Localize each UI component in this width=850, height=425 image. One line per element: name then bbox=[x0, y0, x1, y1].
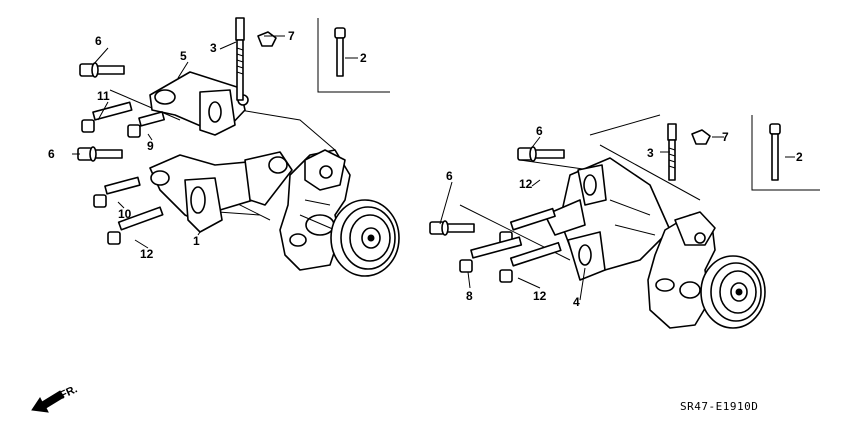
callout-1: 1 bbox=[193, 234, 200, 248]
bolt-6-right-mid bbox=[429, 220, 475, 236]
callout-9: 9 bbox=[147, 139, 154, 153]
callout-3-left: 3 bbox=[210, 41, 217, 55]
left-pulley bbox=[330, 199, 400, 277]
callout-7-left: 7 bbox=[288, 29, 295, 43]
stud-bolt-3-left bbox=[235, 17, 245, 101]
front-direction-indicator: FR. bbox=[31, 383, 79, 413]
callout-8: 8 bbox=[466, 289, 473, 303]
callout-6-right-mid: 6 bbox=[446, 169, 453, 183]
reference-bolt-2-right bbox=[751, 115, 820, 191]
bolt-6-right-top bbox=[517, 146, 565, 162]
nut-7-left bbox=[257, 31, 277, 47]
reference-bolt-2-left bbox=[317, 18, 390, 93]
bolt-11 bbox=[81, 101, 133, 133]
nut-7-right bbox=[691, 129, 711, 145]
callout-5: 5 bbox=[180, 49, 187, 63]
bolt-6-mid bbox=[77, 146, 123, 162]
callout-10: 10 bbox=[118, 207, 132, 221]
callout-12-right-top: 12 bbox=[519, 177, 533, 191]
left-assembly: 6 5 3 7 2 11 9 6 10 1 12 bbox=[48, 17, 400, 277]
callout-6-mid-left: 6 bbox=[48, 147, 55, 161]
callout-11: 11 bbox=[97, 89, 110, 103]
diagram-code: SR47-E1910D bbox=[680, 400, 758, 413]
callout-7-right: 7 bbox=[722, 130, 729, 144]
lower-bracket bbox=[149, 151, 293, 233]
callout-6-upper-left: 6 bbox=[95, 34, 102, 48]
bolt-9 bbox=[127, 111, 166, 138]
front-arrow-icon bbox=[31, 390, 65, 413]
right-bracket bbox=[544, 157, 671, 281]
bolt-8 bbox=[459, 236, 523, 273]
stud-bolt-3-right bbox=[667, 123, 677, 181]
right-assembly: 6 3 7 2 12 6 8 12 4 bbox=[429, 114, 820, 329]
right-pump-body bbox=[647, 211, 716, 329]
upper-bracket bbox=[149, 71, 249, 136]
bolt-10 bbox=[93, 176, 141, 208]
bolt-12-left bbox=[107, 206, 164, 245]
front-direction-label: FR. bbox=[58, 383, 79, 401]
callout-3-right: 3 bbox=[647, 146, 654, 160]
right-pulley bbox=[700, 255, 766, 329]
callout-2-right: 2 bbox=[796, 150, 803, 164]
callout-12-left: 12 bbox=[140, 247, 154, 261]
callout-12-right-bottom: 12 bbox=[533, 289, 547, 303]
bolt-6-top bbox=[79, 62, 125, 78]
callout-2-left: 2 bbox=[360, 51, 367, 65]
callout-4: 4 bbox=[573, 295, 580, 309]
bolt-12-right-bottom bbox=[499, 241, 562, 283]
callout-6-right-top: 6 bbox=[536, 124, 543, 138]
